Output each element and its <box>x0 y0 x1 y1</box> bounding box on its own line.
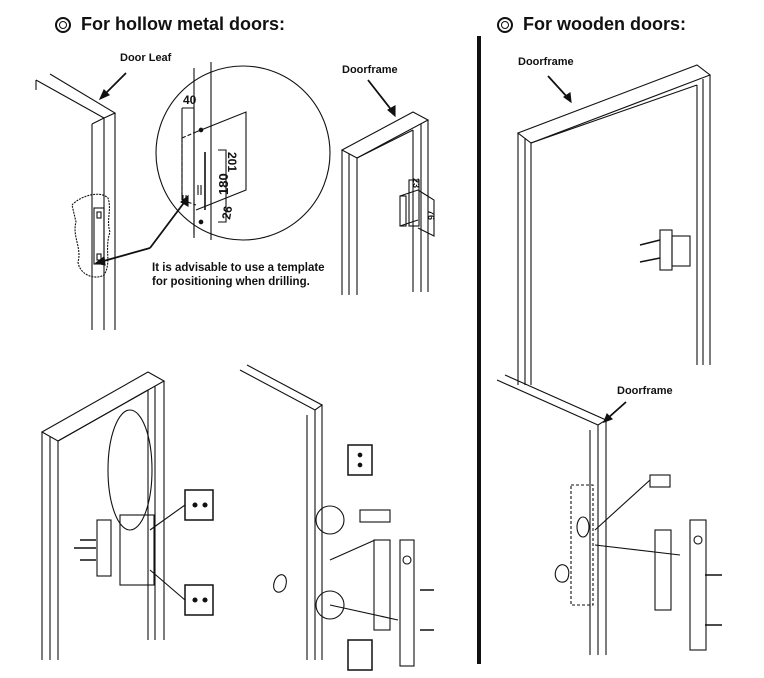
door-bottom-wooden-drawing <box>496 374 722 655</box>
heading-hollow-metal-doors: For hollow metal doors: <box>55 14 285 35</box>
door-bottom-right-drawing <box>239 364 434 671</box>
arrow-doorframe-hollow <box>367 79 394 113</box>
arrow-doorframe-wooden-bottom <box>607 401 627 419</box>
heading-text: For wooden doors: <box>523 14 686 34</box>
circle-bullet-icon <box>497 16 513 33</box>
doorframe-hollow-drawing: 23 76 <box>340 111 436 295</box>
dimension-180: 180 <box>216 173 231 195</box>
door-bottom-left-drawing <box>40 371 214 660</box>
dimension-76: 76 <box>426 210 436 220</box>
dimension-26: 26 <box>219 205 235 221</box>
label-doorframe-wooden-top: Doorframe <box>518 56 574 68</box>
arrow-template-1 <box>99 247 151 263</box>
heading-text: For hollow metal doors: <box>81 14 286 34</box>
arrow-doorframe-wooden-top <box>547 75 569 99</box>
arrow-door-leaf <box>103 72 127 96</box>
doorframe-wooden-top-drawing <box>516 64 712 385</box>
door-leaf-drawing <box>35 73 117 330</box>
label-doorframe-hollow: Doorframe <box>342 64 398 76</box>
circle-bullet-icon <box>55 16 71 33</box>
label-door-leaf: Door Leaf <box>120 52 172 64</box>
heading-wooden-doors: For wooden doors: <box>497 14 686 35</box>
detail-circle: 40 201 180 26 <box>155 62 331 241</box>
note-template-advisory: It is advisable to use a template for po… <box>152 262 325 288</box>
dimension-23: 23 <box>411 178 421 188</box>
dimension-201: 201 <box>225 152 239 172</box>
dimension-40: 40 <box>183 93 197 107</box>
arrow-template-2 <box>149 199 187 249</box>
label-doorframe-wooden-bottom: Doorframe <box>617 385 673 397</box>
section-divider <box>477 36 481 664</box>
